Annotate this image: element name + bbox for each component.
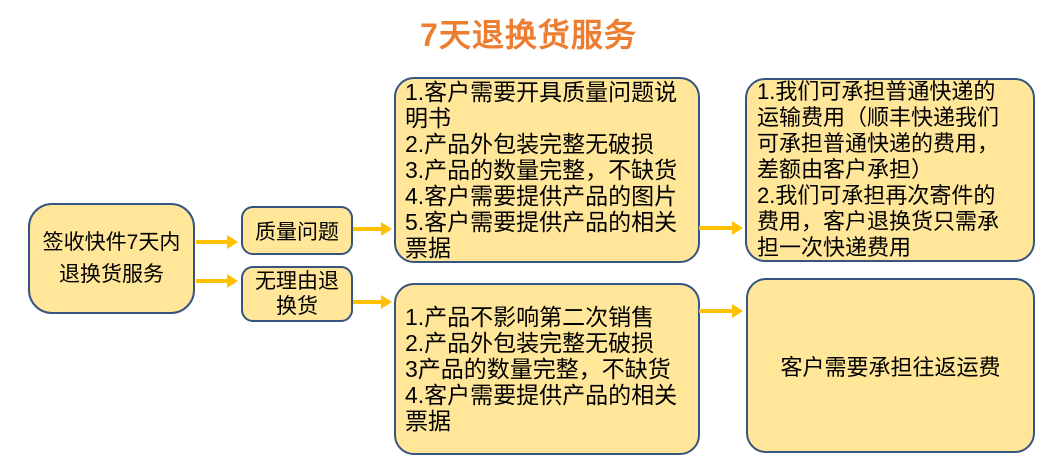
diagram-title: 7天退换货服务	[420, 17, 637, 53]
quality-branch-node: 质量问题	[241, 206, 353, 255]
no-reason-conditions-node: 1.产品不影响第二次销售 2.产品外包装完整无破损 3产品的数量完整，不缺货 4…	[394, 283, 700, 455]
arrow-quality-to-conditions	[353, 222, 392, 236]
no-reason-outcome-node: 客户需要承担往返运费	[746, 278, 1035, 453]
quality-outcome-node: 1.我们可承担普通快递的 运输费用（顺丰快递我们 可承担普通快递的费用， 差额由…	[745, 78, 1035, 262]
arrow-conditions-to-quality-outcome	[699, 221, 743, 235]
arrow-no-reason-to-conditions	[353, 295, 392, 309]
arrow-conditions-to-no-reason-outcome	[699, 304, 743, 318]
arrow-start-to-quality	[196, 235, 238, 249]
arrow-start-to-no-reason	[196, 274, 238, 288]
start-node: 签收快件7天内 退换货服务	[28, 203, 195, 314]
no-reason-branch-node: 无理由退 换货	[241, 266, 353, 322]
quality-conditions-node: 1.客户需要开具质量问题说 明书 2.产品外包装完整无破损 3.产品的数量完整，…	[394, 77, 700, 263]
